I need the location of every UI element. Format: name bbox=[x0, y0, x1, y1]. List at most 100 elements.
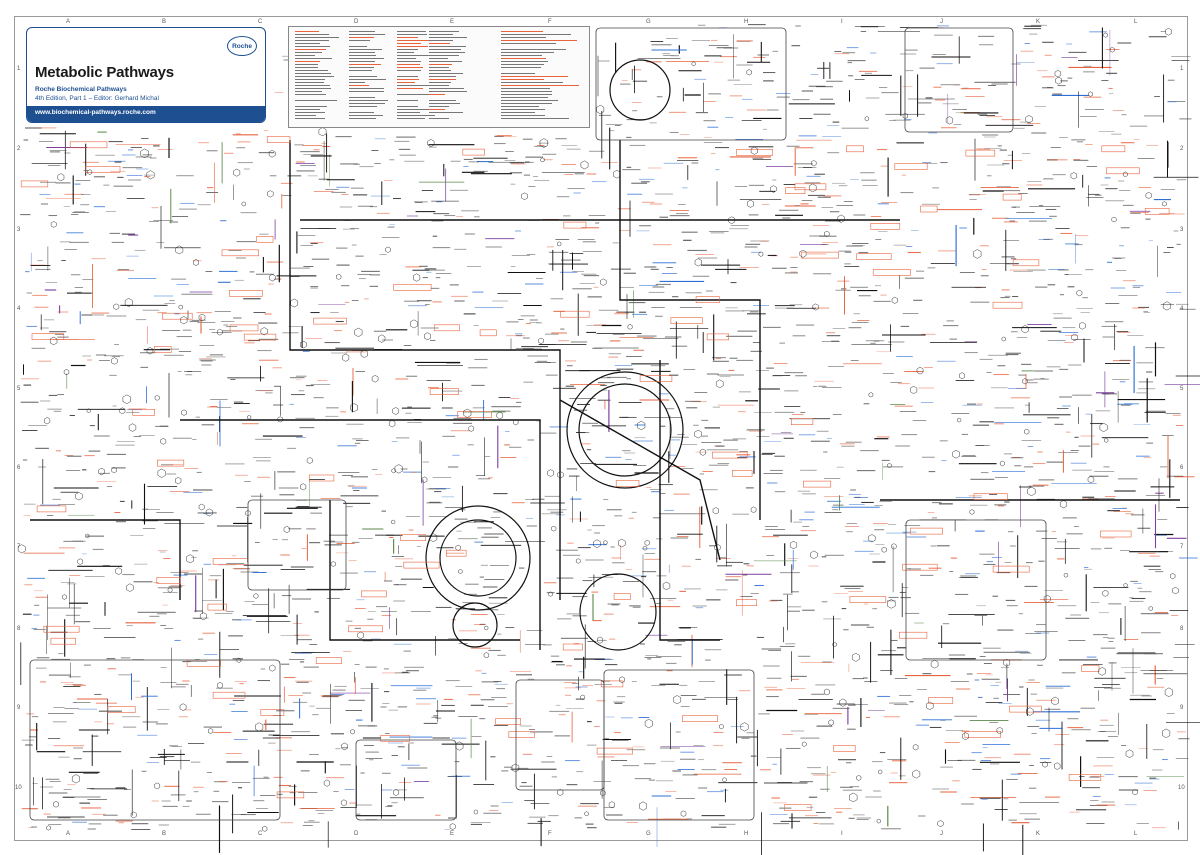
structure-ring bbox=[618, 538, 626, 548]
legend-text-line bbox=[501, 79, 544, 80]
pathway-name-box bbox=[784, 804, 812, 811]
legend-text-line bbox=[397, 40, 431, 41]
pathway-name-box bbox=[132, 408, 155, 416]
pathway-name-box bbox=[1002, 193, 1022, 201]
pathway-name-box bbox=[928, 697, 954, 704]
column-label: H bbox=[744, 831, 749, 837]
legend-text-line bbox=[397, 46, 428, 47]
structure-ring bbox=[1042, 761, 1048, 768]
structure-ring bbox=[973, 249, 982, 259]
legend-text-line bbox=[429, 46, 467, 47]
structure-ring bbox=[49, 336, 58, 346]
legend-text-line bbox=[349, 88, 384, 89]
structure-ring bbox=[468, 425, 475, 432]
structure-ring bbox=[912, 744, 919, 751]
pathway-name-box bbox=[1101, 145, 1126, 153]
legend-text-line bbox=[429, 70, 451, 71]
metabolic-cycle bbox=[609, 59, 671, 121]
pathway-name-box bbox=[790, 418, 814, 426]
structure-ring bbox=[186, 554, 194, 564]
structure-ring bbox=[593, 539, 601, 548]
legend-text-line bbox=[397, 118, 426, 119]
legend-text-line bbox=[429, 76, 456, 77]
legend-text-line bbox=[349, 46, 367, 47]
metabolic-cycle bbox=[566, 371, 684, 489]
structure-ring bbox=[128, 423, 137, 432]
structure-ring bbox=[930, 659, 939, 669]
structure-ring bbox=[193, 259, 199, 266]
row-label: 8 bbox=[1180, 626, 1184, 632]
structure-ring bbox=[53, 801, 59, 808]
pathway-name-box bbox=[965, 149, 996, 157]
structure-ring bbox=[63, 369, 70, 376]
legend-text-line bbox=[397, 76, 418, 77]
legend-text-line bbox=[429, 34, 453, 35]
structure-ring bbox=[198, 313, 206, 322]
structure-ring bbox=[876, 818, 881, 824]
pathway-name-box bbox=[508, 731, 535, 738]
legend-text-line bbox=[429, 94, 446, 95]
legend-text-line bbox=[397, 34, 428, 35]
structure-ring bbox=[691, 61, 696, 67]
structure-ring bbox=[856, 775, 862, 781]
legend-text-line bbox=[501, 88, 550, 89]
structure-ring bbox=[881, 546, 887, 553]
pathway-name-box bbox=[670, 317, 703, 324]
column-label: F bbox=[548, 831, 552, 837]
legend-text-line bbox=[397, 31, 426, 32]
structure-ring bbox=[1165, 27, 1172, 36]
structure-ring bbox=[1099, 422, 1108, 432]
structure-ring bbox=[849, 792, 858, 803]
structure-ring bbox=[580, 694, 586, 700]
legend-text-line bbox=[501, 64, 544, 65]
structure-ring bbox=[603, 540, 608, 545]
legend-text-line bbox=[295, 82, 325, 83]
legend-text-line bbox=[397, 64, 420, 65]
legend-text-line bbox=[429, 88, 464, 89]
structure-ring bbox=[424, 332, 431, 341]
structure-ring bbox=[1162, 728, 1171, 739]
pathway-name-box bbox=[846, 145, 864, 153]
pathway-name-box bbox=[479, 329, 497, 337]
structure-ring bbox=[75, 492, 83, 501]
structure-ring bbox=[455, 544, 461, 551]
pathway-name-box bbox=[910, 527, 943, 535]
legend-text-line bbox=[429, 103, 461, 104]
legend-text-line bbox=[501, 58, 546, 59]
legend-text-line bbox=[429, 55, 459, 56]
structure-ring bbox=[160, 438, 167, 445]
structure-ring bbox=[637, 420, 646, 431]
legend-text-line bbox=[349, 106, 377, 107]
legend-text-line bbox=[397, 100, 419, 101]
structure-ring bbox=[113, 303, 120, 310]
legend-text-line bbox=[429, 37, 467, 38]
pathway-region-box bbox=[29, 659, 281, 821]
legend-text-line bbox=[429, 118, 449, 119]
legend-text-line bbox=[501, 106, 539, 107]
pathway-name-box bbox=[403, 561, 440, 569]
column-label: B bbox=[162, 19, 167, 25]
legend-text-line bbox=[501, 34, 572, 35]
structure-ring bbox=[111, 357, 118, 365]
structure-ring bbox=[241, 201, 246, 207]
pathway-region-box bbox=[355, 739, 457, 821]
structure-ring bbox=[157, 468, 166, 478]
structure-ring bbox=[77, 558, 84, 565]
column-label: L bbox=[1134, 19, 1138, 25]
structure-ring bbox=[722, 777, 727, 783]
legend-text-line bbox=[429, 85, 449, 86]
structure-ring bbox=[608, 801, 615, 809]
structure-ring bbox=[1103, 32, 1108, 38]
structure-ring bbox=[1026, 707, 1034, 716]
structure-ring bbox=[887, 463, 892, 468]
pathway-name-box bbox=[69, 141, 108, 149]
legend-text-line bbox=[501, 37, 546, 38]
legend-text-line bbox=[295, 40, 329, 41]
structure-ring bbox=[969, 509, 975, 515]
pathway-name-box bbox=[495, 718, 522, 725]
poster-url[interactable]: www.biochemical-pathways.roche.com bbox=[35, 109, 156, 116]
poster-subtitle: Roche Biochemical Pathways bbox=[35, 86, 127, 93]
structure-ring bbox=[71, 774, 80, 784]
legend-text-line bbox=[295, 58, 332, 59]
structure-ring bbox=[952, 449, 960, 459]
